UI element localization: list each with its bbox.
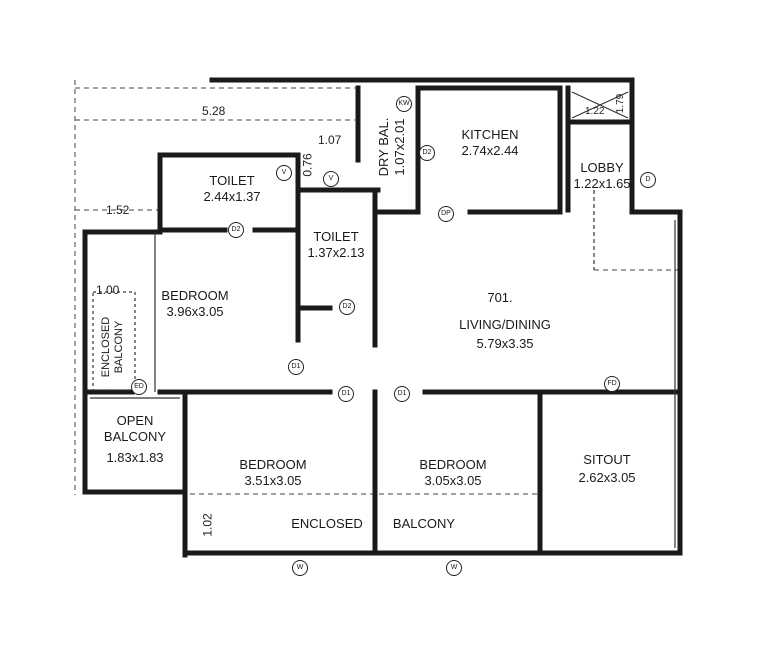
room-kitchen: KITCHEN 2.74x2.44 xyxy=(450,127,530,159)
room-open-balcony-line2: BALCONY xyxy=(103,429,167,444)
tag-fd-sitout: FD xyxy=(604,376,620,392)
dim-shaft-size: 1.22 xyxy=(585,106,605,117)
enclosed-balcony-left-label: ENCLOSED xyxy=(291,516,363,531)
room-toilet-2-name: TOILET xyxy=(313,229,359,244)
room-bedroom-3: BEDROOM 3.05x3.05 xyxy=(408,457,498,489)
room-bedroom-2: BEDROOM 3.51x3.05 xyxy=(228,457,318,489)
room-toilet-1-name: TOILET xyxy=(209,173,255,188)
room-toilet-2-size: 1.37x2.13 xyxy=(307,245,365,260)
room-open-balcony-line1: OPEN xyxy=(116,413,154,428)
room-lobby-name: LOBBY xyxy=(580,160,624,175)
room-open-balcony-size: 1.83x1.83 xyxy=(106,450,164,465)
room-living-dining-size: 5.79x3.35 xyxy=(476,336,534,351)
tag-d1-bedroom-3: D1 xyxy=(394,386,410,402)
room-enclosed-balcony-side-line1: ENCLOSED xyxy=(100,316,112,378)
tag-d1-bedroom-1: D1 xyxy=(288,359,304,375)
room-open-balcony: OPEN BALCONY 1.83x1.83 xyxy=(95,413,175,466)
room-living-dining: LIVING/DINING 5.79x3.35 xyxy=(450,317,560,352)
room-lobby: LOBBY 1.22x1.65 xyxy=(562,160,642,192)
room-toilet-1-size: 2.44x1.37 xyxy=(203,189,261,204)
tag-d2-toilet-1: D2 xyxy=(228,222,244,238)
tag-d2-dry-bal: D2 xyxy=(419,145,435,161)
tag-v-toilet-1: V xyxy=(276,165,292,181)
dim-duct-depth: 0.76 xyxy=(300,153,315,177)
room-enclosed-balcony-side-line2: BALCONY xyxy=(113,320,125,374)
room-living-dining-name: LIVING/DINING xyxy=(459,317,551,332)
room-bedroom-3-name: BEDROOM xyxy=(419,457,487,472)
room-bedroom-2-name: BEDROOM xyxy=(239,457,307,472)
dimension-lines xyxy=(74,80,680,495)
enclosed-balcony-right-label: BALCONY xyxy=(392,516,456,531)
room-sitout-name: SITOUT xyxy=(583,452,631,467)
room-dry-balcony-size: 1.07x2.01 xyxy=(392,118,407,176)
room-bedroom-2-size: 3.51x3.05 xyxy=(244,473,302,488)
dim-bedroom-offset: 1.00 xyxy=(96,283,120,297)
enclosed-balcony-box xyxy=(92,291,136,391)
room-bedroom-1-name: BEDROOM xyxy=(161,288,229,303)
room-dry-balcony: DRY BAL. 1.07x2.01 xyxy=(376,107,408,187)
tag-ed-enclosed-balcony: ED xyxy=(131,379,147,395)
room-lobby-size: 1.22x1.65 xyxy=(573,176,631,191)
tag-v-toilet-2: V xyxy=(323,171,339,187)
tag-kw: KW xyxy=(396,96,412,112)
tag-d2-toilet-2: D2 xyxy=(339,299,355,315)
tag-d1-bedroom-2: D1 xyxy=(338,386,354,402)
dim-balcony-depth: 1.02 xyxy=(200,513,215,537)
tag-w-bedroom-3: W xyxy=(446,560,462,576)
tag-dp-kitchen: DP xyxy=(438,206,454,222)
room-kitchen-name: KITCHEN xyxy=(461,127,519,142)
plan-title: 701. xyxy=(487,290,513,305)
room-dry-balcony-name: DRY BAL. xyxy=(376,117,391,177)
walls xyxy=(82,77,683,558)
dim-shaft-depth: 1.79 xyxy=(615,93,627,114)
thin-lines xyxy=(90,91,676,548)
room-bedroom-1: BEDROOM 3.96x3.05 xyxy=(150,288,240,320)
shaft-cross-2 xyxy=(571,91,629,119)
room-bedroom-1-size: 3.96x3.05 xyxy=(166,304,224,319)
dim-duct-width: 1.07 xyxy=(318,133,342,147)
dim-toilet-offset: 1.52 xyxy=(106,203,130,217)
room-enclosed-balcony-side: ENCLOSED BALCONY xyxy=(100,302,126,392)
room-sitout: SITOUT 2.62x3.05 xyxy=(562,452,652,486)
room-kitchen-size: 2.74x2.44 xyxy=(461,143,519,158)
room-sitout-size: 2.62x3.05 xyxy=(578,470,636,485)
room-toilet-1: TOILET 2.44x1.37 xyxy=(192,173,272,205)
tag-w-bedroom-2: W xyxy=(292,560,308,576)
tag-d-lobby: D xyxy=(640,172,656,188)
room-bedroom-3-size: 3.05x3.05 xyxy=(424,473,482,488)
dim-top-span: 5.28 xyxy=(202,104,226,118)
room-toilet-2: TOILET 1.37x2.13 xyxy=(296,229,376,261)
